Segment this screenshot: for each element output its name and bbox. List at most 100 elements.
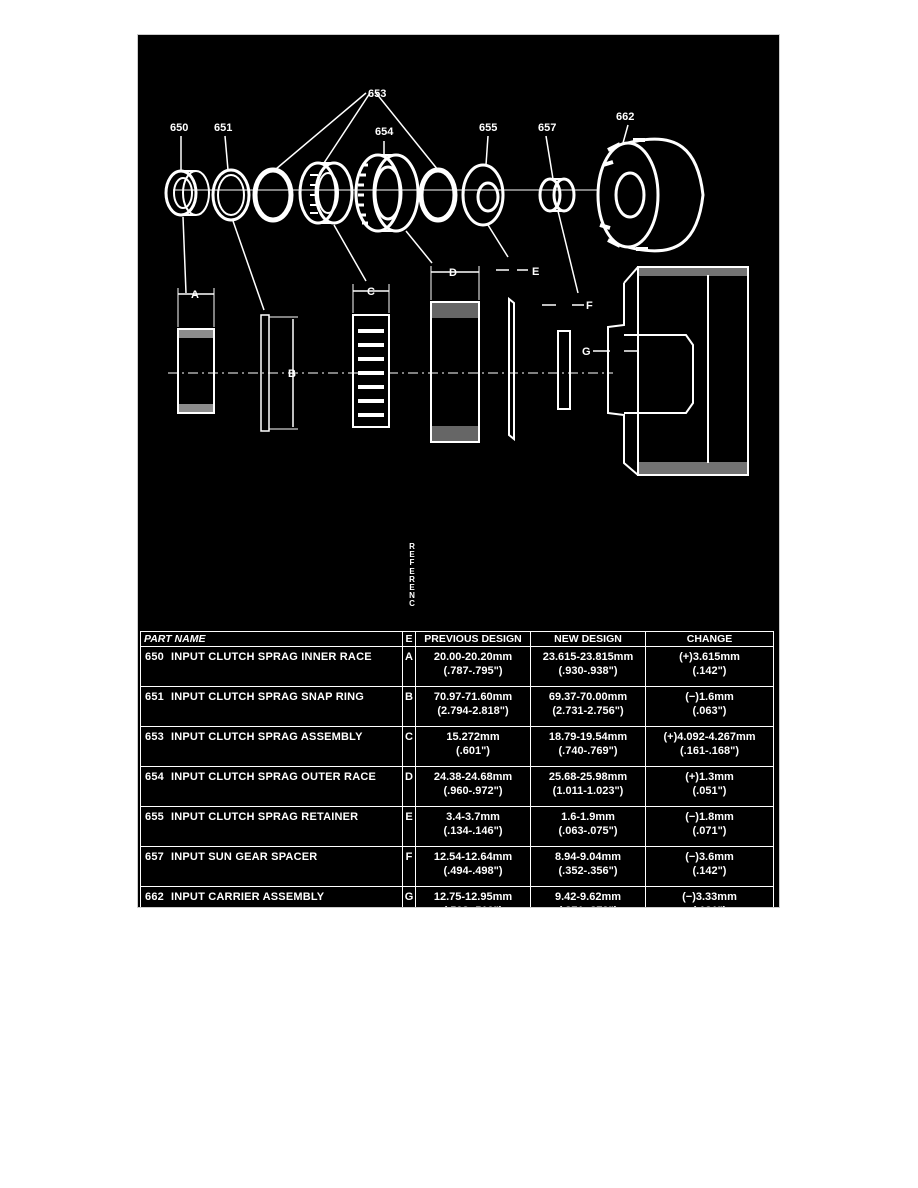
reference-letter: A: [402, 646, 416, 687]
part-cell: 654 INPUT CLUTCH SPRAG OUTER RACE: [140, 766, 403, 807]
section-b-drawing: [260, 314, 298, 432]
previous-design-cell: 20.00-20.20mm (.787-.795"): [415, 646, 531, 687]
section-g-drawing: [593, 266, 749, 476]
new-mm: 23.615-23.815mm: [542, 651, 634, 663]
new-in: (.352-.356"): [558, 865, 618, 877]
new-in: (.930-.938"): [558, 665, 618, 677]
new-design-cell: 9.42-9.62mm(.371-.379"): [530, 886, 646, 907]
new-mm: 8.94-9.04mm: [554, 851, 622, 863]
part-cell: 653 INPUT CLUTCH SPRAG ASSEMBLY: [140, 726, 403, 767]
table-row: 657 INPUT SUN GEAR SPACER F 12.54-12.64mm (.…: [140, 846, 774, 887]
previous-in: (.494-.498"): [443, 865, 503, 877]
part-name: INPUT CLUTCH SPRAG OUTER RACE: [171, 771, 377, 783]
previous-mm: 12.75-12.95mm: [433, 891, 513, 903]
part-number: 650: [145, 651, 164, 663]
previous-in: (.960-.972"): [443, 785, 503, 797]
reference-header-letter: E: [409, 583, 415, 593]
previous-mm: 20.00-20.20mm: [433, 651, 513, 663]
change-in: (.071"): [692, 825, 727, 837]
part-number: 653: [145, 731, 164, 743]
previous-design-cell: 70.97-71.60mm(2.794-2.818"): [415, 686, 531, 727]
previous-mm: 3.4-3.7mm: [446, 811, 500, 823]
callout-657: 657: [538, 122, 556, 134]
reference-header-letter: E: [409, 566, 415, 576]
change-in: (.051"): [692, 785, 727, 797]
snap-ring-651-drawing: [211, 168, 251, 222]
reference-header-letter: R: [409, 574, 415, 584]
new-mm: 69.37-70.00mm: [548, 691, 628, 703]
diagram-panel: 650 651 653 654 655 657 662 A B C D E F …: [137, 34, 780, 908]
change-mm: (+)4.092-4.267mm: [663, 731, 756, 743]
parts-change-table: PART NAME E PREVIOUS DESIGN NEW DESIGN C…: [140, 631, 774, 907]
previous-design-cell: 3.4-3.7mm (.134-.146"): [415, 806, 531, 847]
part-name: INPUT CARRIER ASSEMBLY: [171, 891, 325, 903]
new-in: (2.731-2.756"): [552, 705, 624, 717]
new-design-cell: 18.79-19.54mm(.740-.769"): [530, 726, 646, 767]
retainer-655-drawing: [461, 163, 505, 227]
ring-653-right-drawing: [418, 167, 458, 223]
change-cell: (+)1.3mm(.051"): [645, 766, 774, 807]
new-in: (.371-.379"): [531, 904, 645, 907]
section-f-drawing: [542, 304, 584, 410]
previous-in: (.787-.795"): [443, 665, 503, 677]
ring-653-left-drawing: [252, 167, 294, 223]
inner-race-650-drawing: [164, 169, 210, 217]
header-reference: E: [402, 631, 416, 647]
section-a-drawing: [177, 288, 215, 414]
dimension-g: G: [582, 346, 591, 358]
change-cell: (+)4.092-4.267mm (.161-.168"): [645, 726, 774, 767]
change-in: (.142"): [692, 665, 727, 677]
previous-mm: 15.272mm: [446, 731, 500, 743]
new-mm: 25.68-25.98mm: [548, 771, 628, 783]
callout-651: 651: [214, 122, 232, 134]
part-number: 654: [145, 771, 164, 783]
section-d-drawing: [430, 266, 480, 443]
new-in: (.063-.075"): [558, 825, 618, 837]
new-design-cell: 23.615-23.815mm (.930-.938"): [530, 646, 646, 687]
dimension-c: C: [367, 286, 375, 298]
dimension-f: F: [586, 300, 593, 312]
reference-letter: B: [402, 686, 416, 727]
reference-letter: F: [402, 846, 416, 887]
change-cell: (−)1.6mm(.063"): [645, 686, 774, 727]
sprag-assembly-653-drawing: [298, 161, 354, 225]
reference-letter: G: [402, 886, 416, 907]
previous-mm: 12.54-12.64mm: [433, 851, 513, 863]
part-name: INPUT CLUTCH SPRAG ASSEMBLY: [171, 731, 363, 743]
new-in: (.740-.769"): [558, 745, 618, 757]
previous-design-cell: 15.272mm (.601"): [415, 726, 531, 767]
part-name: INPUT CLUTCH SPRAG SNAP RING: [171, 691, 365, 703]
previous-design-cell: 12.54-12.64mm (.494-.498"): [415, 846, 531, 887]
header-part-name: PART NAME: [140, 631, 403, 647]
reference-letter: C: [402, 726, 416, 767]
change-cell: (−)1.8mm(.071"): [645, 806, 774, 847]
part-cell: 657 INPUT SUN GEAR SPACER: [140, 846, 403, 887]
callout-654: 654: [375, 126, 394, 138]
previous-in: (.134-.146"): [443, 825, 503, 837]
previous-in: (.601"): [456, 745, 490, 757]
previous-mm: 70.97-71.60mm: [433, 691, 513, 703]
spacer-657-drawing: [538, 177, 576, 213]
outer-race-654-drawing: [354, 153, 420, 233]
change-in: (.161-.168"): [679, 745, 740, 757]
reference-letter: E: [402, 806, 416, 847]
exploded-view-diagram: 650 651 653 654 655 657 662 A B C D E F …: [164, 88, 749, 476]
new-mm: 9.42-9.62mm: [554, 891, 622, 903]
reference-header-letter: E: [409, 550, 415, 560]
reference-header-letter: F: [409, 558, 415, 568]
change-cell: (−)3.6mm(.142"): [645, 846, 774, 887]
part-number: 657: [145, 851, 164, 863]
previous-design-cell: 24.38-24.68mm(.960-.972"): [415, 766, 531, 807]
part-name: INPUT SUN GEAR SPACER: [171, 851, 318, 863]
new-mm: 1.6-1.9mm: [561, 811, 615, 823]
reference-header-letter: N: [409, 591, 415, 601]
